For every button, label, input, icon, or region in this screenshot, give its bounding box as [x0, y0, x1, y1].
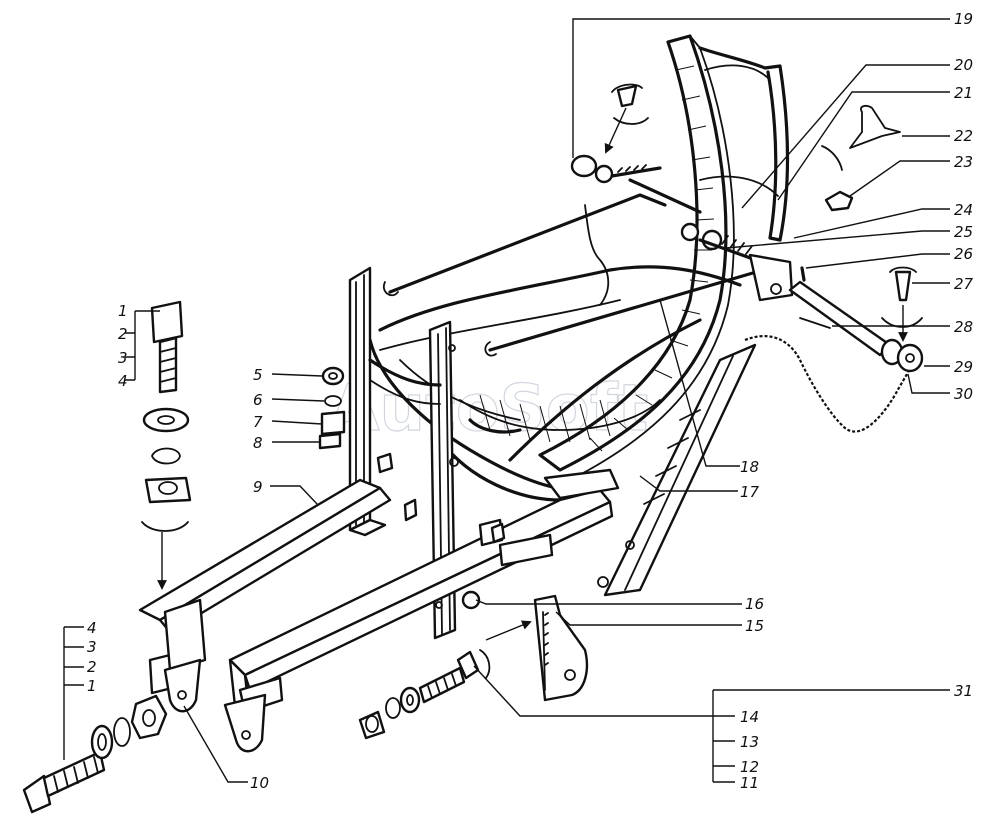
lower-middle-bolt-kit	[358, 620, 532, 740]
callout-3: 3	[118, 349, 128, 367]
callout-28: 28	[954, 318, 973, 336]
callout-19: 19	[954, 10, 973, 28]
callout-20: 20	[954, 56, 973, 74]
small-pin	[800, 266, 806, 282]
callout-14: 14	[740, 708, 759, 726]
nut-washer-stack	[318, 366, 346, 450]
callout-4-lower: 4	[87, 619, 97, 637]
callout-25: 25	[954, 223, 973, 241]
top-bolt-assembly	[570, 83, 662, 184]
callout-16: 16	[745, 595, 764, 613]
callout-27: 27	[954, 275, 974, 293]
lower-left-bolt-kit	[22, 694, 168, 814]
callout-31: 31	[954, 682, 973, 700]
retaining-cable	[744, 335, 909, 433]
callout-2-lower: 2	[87, 658, 97, 676]
callout-1-lower: 1	[87, 677, 97, 695]
callout-11: 11	[740, 774, 759, 792]
leader-lines	[63, 18, 950, 783]
cradle-hoop	[378, 34, 790, 481]
ratchet-mechanism	[628, 178, 794, 302]
callout-22: 22	[954, 127, 973, 145]
callout-6: 6	[253, 391, 263, 409]
callout-13: 13	[740, 733, 759, 751]
callout-7: 7	[253, 413, 263, 431]
callout-23: 23	[954, 153, 973, 171]
callout-9: 9	[253, 478, 263, 496]
post-cross-brace	[368, 358, 442, 387]
callout-5: 5	[253, 366, 263, 384]
spring-clip	[821, 105, 901, 171]
callout-24: 24	[954, 201, 973, 219]
spare-wheel-carrier-drawing	[22, 34, 924, 814]
cotter-pin	[881, 266, 923, 342]
callout-30: 30	[954, 385, 973, 403]
callout-10: 10	[250, 774, 269, 792]
callout-4: 4	[118, 372, 128, 390]
callout-15: 15	[745, 617, 764, 635]
callout-1: 1	[118, 302, 128, 320]
callout-8: 8	[253, 434, 263, 452]
callout-labels: 1 2 3 4 5 6 7 8 9 10 11 12 13 14 15 16 1…	[87, 10, 974, 792]
callout-17: 17	[740, 483, 760, 501]
frame-bolts	[376, 452, 506, 610]
grease-nipple	[824, 190, 854, 212]
lower-tie-rod	[488, 263, 782, 352]
callout-12: 12	[740, 758, 759, 776]
callout-21: 21	[954, 84, 973, 102]
left-longitudinal-bar	[138, 478, 392, 695]
left-upright-post	[348, 266, 387, 537]
upper-left-bolt-kit	[141, 300, 192, 590]
bracket-block	[498, 533, 554, 567]
callout-29: 29	[954, 358, 973, 376]
diagonal-strut	[597, 343, 757, 597]
mounting-plate	[533, 594, 589, 702]
hook-rod	[584, 204, 610, 306]
lever-arm	[508, 318, 702, 462]
callout-26: 26	[954, 245, 973, 263]
callout-18: 18	[740, 458, 759, 476]
callout-2: 2	[118, 325, 128, 343]
foot-brackets	[163, 658, 267, 753]
hinge-pin-assembly	[788, 280, 924, 373]
callout-3-lower: 3	[87, 638, 97, 656]
upper-tie-rod	[388, 193, 667, 294]
